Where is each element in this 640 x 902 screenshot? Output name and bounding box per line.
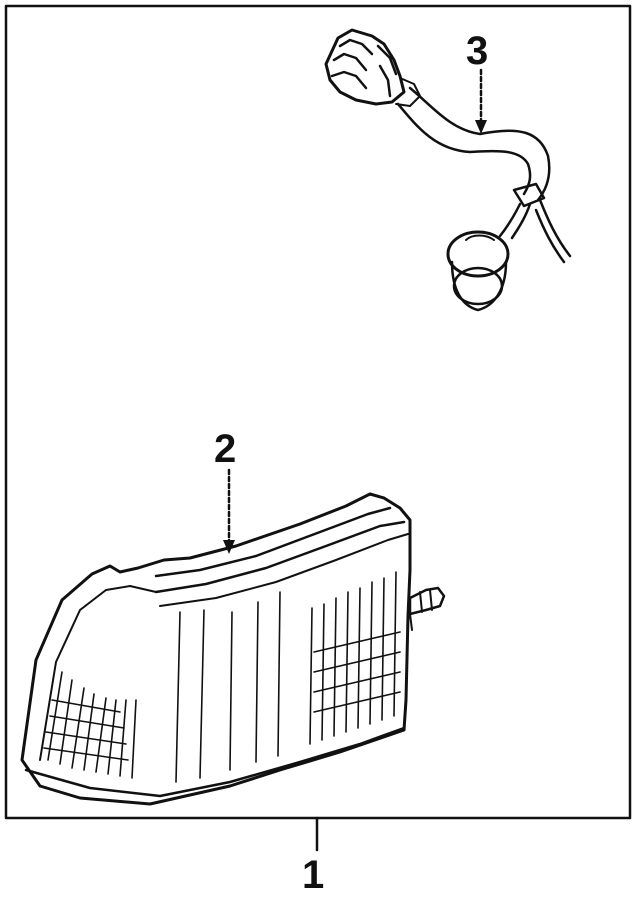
bulb-socket [446,230,510,312]
mounting-stud [408,586,446,631]
socket-wire-harness[interactable] [324,28,572,312]
lens-prism-pattern [43,571,401,783]
harness-connector [324,28,421,107]
callout-2: 2 [214,427,236,554]
lamp-lens[interactable] [20,492,446,806]
diagram-frame [4,4,632,820]
callout-1: 1 [302,816,324,897]
callout-label-2: 2 [214,427,236,471]
callout-3: 3 [466,29,488,134]
lens-outline [20,492,412,806]
leader-arrow-3 [475,120,487,134]
leader-arrow-2 [223,540,235,554]
callout-label-1: 1 [302,853,324,897]
callout-label-3: 3 [466,29,488,73]
harness-wire [408,86,551,202]
